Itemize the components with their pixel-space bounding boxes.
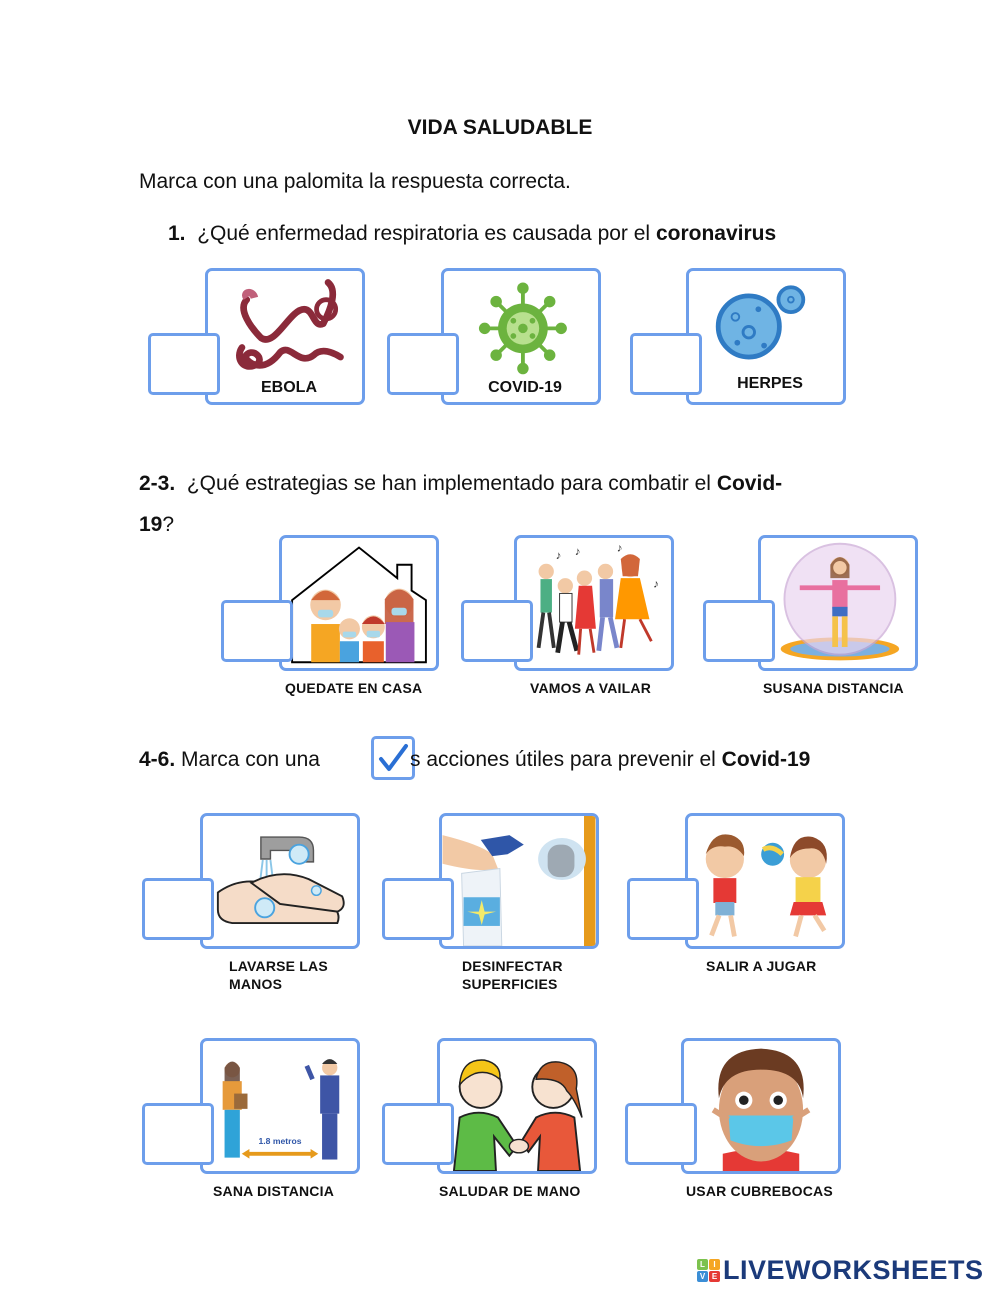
question-1-number: 1.: [168, 222, 186, 245]
social-distance-icon: 1.8 metros: [222, 1059, 340, 1160]
svg-text:♪: ♪: [556, 550, 562, 562]
answer-checkbox-saludar-de-mano[interactable]: [382, 1103, 454, 1165]
question-4-6-text-b: s acciones útiles para prevenir el: [410, 748, 722, 771]
question-2-3-continued: 19?: [139, 513, 174, 537]
answer-checkbox-sana-distancia[interactable]: [142, 1103, 214, 1165]
logo-live-icon: L I V E: [697, 1259, 720, 1282]
option-card-susana-distancia: [758, 535, 918, 671]
option-card-vamos-a-vailar: ♪ ♪ ♪ ♪: [514, 535, 674, 671]
answer-checkbox-herpes[interactable]: [630, 333, 702, 395]
family-at-home-icon: [291, 546, 427, 664]
option-label: QUEDATE EN CASA: [285, 680, 423, 696]
answer-checkbox-desinfectar-superficies[interactable]: [382, 878, 454, 940]
svg-text:♪: ♪: [653, 579, 659, 591]
option-card-usar-cubrebocas: [681, 1038, 841, 1174]
option-card-sana-distancia: 1.8 metros: [200, 1038, 360, 1174]
logo-text: LIVEWORKSHEETS: [723, 1255, 984, 1285]
hand-washing-icon: [216, 836, 345, 925]
option-label: SALIR A JUGAR: [706, 958, 817, 974]
sample-checkmark-box: [371, 736, 415, 780]
option-card-desinfectar-superficies: [439, 813, 599, 949]
question-4-6-part-a: 4-6. Marca con una: [139, 748, 320, 772]
kids-playing-icon: [705, 834, 827, 938]
spray-disinfect-icon: [442, 816, 596, 946]
option-card-lavarse-las-manos: [200, 813, 360, 949]
svg-text:1.8 metros: 1.8 metros: [259, 1136, 302, 1146]
answer-checkbox-ebola[interactable]: [148, 333, 220, 395]
page-title: VIDA SALUDABLE: [407, 116, 593, 139]
question-2-3: 2-3. ¿Qué estrategias se han implementad…: [139, 472, 782, 496]
question-2-3-bold-a: Covid-: [716, 472, 783, 495]
question-2-3-number: 2-3.: [139, 472, 176, 495]
option-card-covid-19: COVID-19: [441, 268, 601, 405]
handshake-icon: [452, 1059, 583, 1171]
question-2-3-text: ¿Qué estrategias se han implementado par…: [186, 472, 717, 495]
answer-checkbox-covid-19[interactable]: [387, 333, 459, 395]
answer-checkbox-vamos-a-vailar[interactable]: [461, 600, 533, 662]
option-label: SANA DISTANCIA: [213, 1183, 335, 1199]
herpes-virus-icon: [715, 285, 806, 360]
answer-checkbox-usar-cubrebocas[interactable]: [625, 1103, 697, 1165]
option-card-saludar-de-mano: [437, 1038, 597, 1174]
option-label: HERPES: [737, 375, 803, 392]
question-4-6-text-a: Marca con una: [181, 748, 320, 771]
option-card-quedate-en-casa: [279, 535, 439, 671]
svg-text:♪: ♪: [575, 546, 581, 558]
question-2-3-suffix: ?: [162, 513, 175, 536]
dancing-people-icon: ♪ ♪ ♪ ♪: [536, 542, 659, 655]
option-card-herpes: HERPES: [686, 268, 846, 405]
face-mask-icon: [711, 1048, 811, 1171]
answer-checkbox-lavarse-las-manos[interactable]: [142, 878, 214, 940]
instruction-text: Marca con una palomita la respuesta corr…: [139, 170, 571, 193]
coronavirus-icon: [478, 282, 567, 375]
ebola-virus-icon: [236, 279, 344, 370]
question-2-3-bold-b: 19: [139, 513, 163, 536]
distance-bubble-icon: [780, 542, 900, 661]
option-label: EBOLA: [261, 379, 317, 396]
answer-checkbox-susana-distancia[interactable]: [703, 600, 775, 662]
option-label: VAMOS A VAILAR: [530, 680, 652, 696]
question-4-6-bold: Covid-19: [721, 748, 811, 771]
option-label: SUSANA DISTANCIA: [763, 680, 904, 696]
option-card-ebola: EBOLA: [205, 268, 365, 405]
option-label: USAR CUBREBOCAS: [686, 1183, 833, 1199]
answer-checkbox-quedate-en-casa[interactable]: [221, 600, 293, 662]
question-4-6-number: 4-6.: [139, 748, 176, 771]
checkmark-icon: [379, 744, 408, 771]
svg-text:♪: ♪: [617, 542, 623, 554]
option-label: COVID-19: [488, 379, 562, 396]
liveworksheets-logo[interactable]: L I V E LIVEWORKSHEETS: [697, 1255, 984, 1286]
option-label: SALUDAR DE MANO: [439, 1183, 581, 1199]
question-4-6-part-b: s acciones útiles para prevenir el Covid…: [410, 748, 810, 772]
answer-checkbox-salir-a-jugar[interactable]: [627, 878, 699, 940]
option-card-salir-a-jugar: [685, 813, 845, 949]
question-1-text: ¿Qué enfermedad respiratoria es causada …: [197, 222, 656, 245]
question-1: 1. ¿Qué enfermedad respiratoria es causa…: [168, 222, 776, 246]
question-1-bold: coronavirus: [655, 222, 777, 245]
